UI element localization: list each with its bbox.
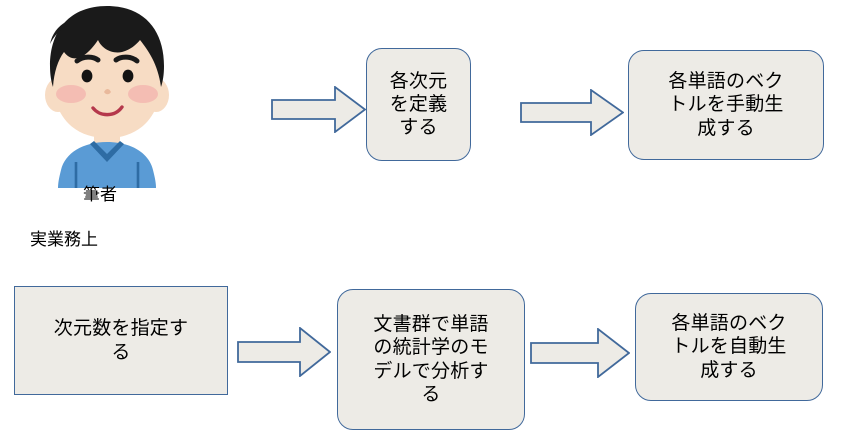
arrow-author-to-define xyxy=(271,86,366,133)
node-specify-dimension-count-label: 次元数を指定す る xyxy=(53,318,189,363)
caption-author: 筆者 xyxy=(83,185,117,204)
node-auto-vector-label: 各単語のベク トルを自動生 成する xyxy=(671,313,787,381)
arrow-model-to-auto xyxy=(530,328,630,378)
right-arrow-icon xyxy=(271,86,366,133)
node-statistical-model-analysis-label: 文書群で単語 の統計学のモ デルで分析す る xyxy=(373,314,489,405)
right-arrow-icon xyxy=(520,89,624,136)
node-statistical-model-analysis[interactable]: 文書群で単語 の統計学のモ デルで分析す る xyxy=(337,289,525,430)
node-define-dimensions-label: 各次元 を定義 する xyxy=(389,70,448,139)
node-manual-vector[interactable]: 各単語のベク トルを手動生 成する xyxy=(628,50,824,160)
arrow-specify-to-model xyxy=(237,327,331,377)
node-auto-vector[interactable]: 各単語のベク トルを自動生 成する xyxy=(635,293,823,401)
node-specify-dimension-count[interactable]: 次元数を指定す る xyxy=(14,286,228,395)
caption-real-work: 実業務上 xyxy=(30,230,98,249)
node-manual-vector-label: 各単語のベク トルを手動生 成する xyxy=(668,71,784,139)
right-arrow-icon xyxy=(237,327,331,377)
avatar-drawing xyxy=(45,6,169,188)
arrow-define-to-manual xyxy=(520,89,624,136)
right-arrow-icon xyxy=(530,328,630,378)
node-define-dimensions[interactable]: 各次元 を定義 する xyxy=(366,48,471,161)
author-avatar xyxy=(36,2,178,188)
